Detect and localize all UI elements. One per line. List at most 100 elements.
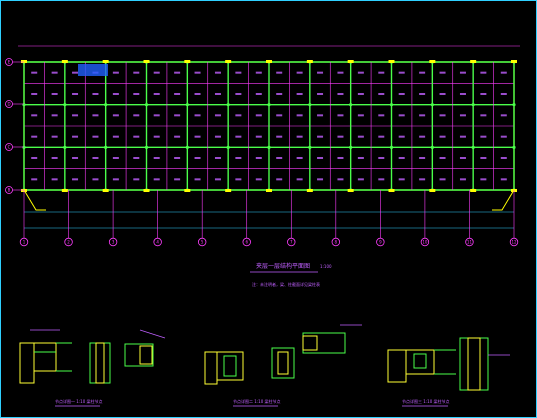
- row-axis-bubble: [5, 58, 13, 66]
- plan-member-tag: [317, 135, 324, 138]
- plan-member-tag: [459, 178, 466, 181]
- detail-1-beam: [124, 343, 154, 367]
- plan-member-tag: [72, 93, 79, 95]
- column-axis-label: 10: [422, 240, 428, 245]
- column-axis-label: 11: [467, 240, 473, 245]
- row-axis-bubble: [5, 186, 13, 194]
- plan-member-tag: [337, 178, 344, 181]
- plan-member-tag: [480, 114, 487, 117]
- detail-3-section: [459, 337, 489, 391]
- plan-member-tag: [235, 93, 242, 95]
- plan-column: [430, 103, 434, 107]
- plan-column: [185, 145, 189, 149]
- plan-member-tag: [235, 135, 242, 138]
- plan-member-tag: [439, 178, 446, 181]
- plan-column: [104, 103, 108, 107]
- plan-beam-cap: [388, 189, 395, 192]
- plan-beam-cap: [266, 60, 272, 63]
- plan-member-tag: [153, 114, 160, 117]
- plan-member-tag: [357, 135, 364, 138]
- plan-column: [471, 103, 475, 107]
- plan-member-tag: [296, 93, 303, 95]
- detail-2-title: 节点详图二 1:10 梁柱节点: [233, 398, 281, 404]
- plan-member-tag: [337, 135, 344, 138]
- plan-brace-right: [492, 189, 515, 211]
- plan-member-tag: [235, 178, 242, 181]
- column-axis-label: 5: [201, 240, 204, 245]
- plan-member-tag: [31, 135, 38, 138]
- detail-3: 节点详图三 1:10 梁柱节点: [387, 337, 510, 407]
- plan-member-tag: [419, 114, 426, 117]
- plan-beam-cap: [470, 60, 477, 63]
- plan-member-tag: [276, 157, 283, 159]
- plan-member-tag: [500, 71, 507, 74]
- plan-member-tag: [194, 135, 201, 138]
- plan-member-tag: [459, 157, 466, 159]
- plan-member-tag: [31, 114, 38, 117]
- plan-member-tag: [357, 157, 364, 159]
- detail-2: 节点详图二 1:10 梁柱节点: [204, 324, 362, 407]
- column-axis-bubble: [331, 237, 341, 247]
- plan-member-tag: [398, 71, 405, 74]
- plan-member-tag: [174, 157, 181, 159]
- plan-member-tag: [235, 71, 242, 74]
- plan-column: [349, 145, 353, 149]
- plan-member-tag: [255, 114, 262, 117]
- plan-member-tag: [317, 93, 324, 95]
- plan-beam-cap: [61, 60, 68, 63]
- plan-column: [349, 103, 353, 107]
- plan-column: [63, 145, 67, 149]
- plan-member-tag: [357, 114, 364, 117]
- detail-3-plate: [405, 349, 435, 375]
- plan-beam-cap: [388, 60, 395, 63]
- plan-member-tag: [255, 71, 262, 74]
- plan-member-tag: [357, 71, 364, 74]
- plan-beam-cap: [429, 189, 436, 192]
- plan-member-tag: [378, 157, 385, 159]
- plan-note: 注：未注明者，梁、柱截面详见梁柱表: [252, 281, 320, 287]
- plan-column: [185, 103, 189, 107]
- plan-column: [144, 103, 149, 107]
- plan-member-tag: [337, 71, 344, 74]
- plan-member-tag: [72, 157, 79, 159]
- plan-member-tag: [174, 114, 181, 117]
- column-axis-bubble: [509, 237, 519, 247]
- column-axis-bubble: [64, 237, 73, 247]
- plan-column: [226, 103, 230, 107]
- plan-member-tag: [357, 93, 364, 95]
- plan-member-tag: [72, 71, 79, 74]
- plan-beam-cap: [143, 60, 150, 63]
- plan-member-tag: [337, 114, 344, 117]
- plan-member-tag: [398, 135, 405, 138]
- plan-member-tag: [500, 135, 507, 138]
- detail-3-title: 节点详图三 1:10 梁柱节点: [402, 398, 450, 404]
- plan-member-tag: [398, 157, 405, 159]
- column-axis-bubble: [108, 237, 118, 247]
- plan-member-tag: [112, 157, 119, 159]
- plan-member-tag: [235, 157, 242, 159]
- detail-1: 节点详图一 1:10 梁柱节点: [19, 329, 166, 407]
- plan-member-tag: [214, 71, 221, 74]
- plan-column: [267, 103, 271, 107]
- plan-member-tag: [72, 114, 79, 117]
- plan-column: [430, 145, 434, 149]
- plan-beam-cap: [184, 60, 191, 63]
- plan-member-tag: [296, 71, 303, 74]
- plan-brace-left: [23, 189, 46, 211]
- plan-member-tag: [194, 114, 201, 117]
- plan-member-tag: [398, 178, 405, 181]
- plan-column: [104, 145, 108, 149]
- plan-column: [308, 145, 312, 149]
- detail-3-column: [387, 349, 407, 383]
- plan-beam-cap: [470, 189, 477, 192]
- plan-member-tag: [112, 114, 119, 117]
- plan-member-tag: [214, 114, 221, 117]
- plan-column: [512, 103, 516, 107]
- plan-member-tag: [459, 135, 466, 138]
- plan-beam-cap: [306, 189, 313, 192]
- plan-member-tag: [480, 71, 487, 74]
- plan-member-tag: [317, 114, 324, 117]
- plan-member-tag: [459, 114, 466, 117]
- plan-member-tag: [500, 178, 507, 181]
